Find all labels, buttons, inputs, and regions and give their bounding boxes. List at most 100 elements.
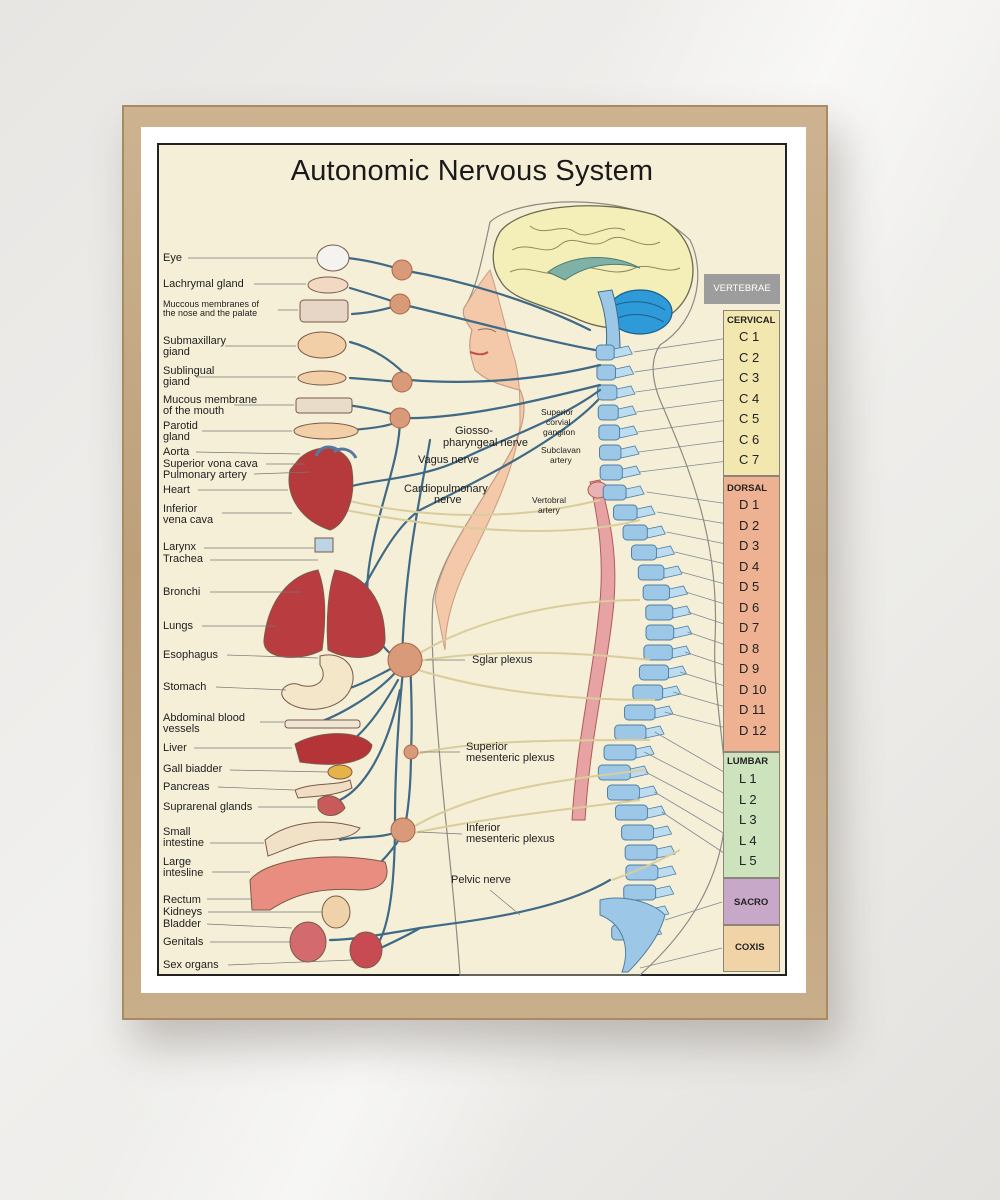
vertebra-leader-line xyxy=(664,901,723,921)
label-sup-mesenteric-1: Superior xyxy=(466,741,508,753)
organ-label-larynx: Larynx xyxy=(163,541,197,553)
vertebra-leader-line xyxy=(633,336,737,353)
vertebra-d5: D 5 xyxy=(739,579,760,594)
vertebrae-header: VERTEBRAE xyxy=(704,274,780,304)
vertebrae-group-sacro xyxy=(723,878,780,925)
vertebra-process xyxy=(653,825,673,839)
organ-label-rectum: Rectum xyxy=(163,894,201,906)
organ-label-lungs: Lungs xyxy=(163,620,193,632)
organ-label-sublingual-2: giand xyxy=(163,376,190,388)
organ-label-pancreas: Pancreas xyxy=(163,781,210,793)
vertebra-body xyxy=(599,444,622,461)
organ-label-submaxillary-2: giand xyxy=(163,346,190,358)
organ-label-mucous-mouth-1: Mucous membrane xyxy=(163,394,258,406)
eye-organ xyxy=(316,244,350,272)
label-pelvic-nerve: Pelvic nerve xyxy=(451,874,511,886)
heart-organ xyxy=(288,447,354,531)
organ-label-esophagus: Esophagus xyxy=(163,649,219,661)
organ-label-mucous-mouth-2: of the mouth xyxy=(163,405,225,417)
spinal-column xyxy=(595,344,693,973)
organ-label-aorta: Aorta xyxy=(163,446,190,458)
vertebra-body xyxy=(643,644,673,661)
vertebra-process xyxy=(613,345,633,359)
label-solar-plexus: Sglar plexus xyxy=(472,654,533,666)
label-glosso-1: Giosso- xyxy=(455,425,493,437)
organ-label-genitals: Genitals xyxy=(163,936,204,948)
vertebra-leader-line xyxy=(635,377,737,393)
organ-label-large-int-2: intesline xyxy=(163,867,204,879)
vertebra-process xyxy=(617,405,637,419)
organ-label-stomach: Stomach xyxy=(163,681,207,693)
vertebra-body xyxy=(623,884,657,901)
label-vagus: Vagus nerve xyxy=(418,454,479,466)
organ-label-eye: Eye xyxy=(163,252,182,264)
vertebrae-group-name-dorsal: DORSAL xyxy=(727,483,768,494)
vertebra-body xyxy=(599,464,623,481)
vertebral-artery xyxy=(571,479,616,821)
vertebra-process xyxy=(621,465,641,479)
organ-label-parotid-1: Parotid xyxy=(163,420,198,432)
vertebra-body xyxy=(598,424,621,441)
vertebra-l5: L 5 xyxy=(739,853,757,868)
vertebra-body xyxy=(645,624,675,641)
organ-label-kidneys: Kidneys xyxy=(163,906,203,918)
vertebra-l1: L 1 xyxy=(739,771,757,786)
vertebra-process xyxy=(672,605,692,619)
vertebra-process xyxy=(629,765,649,779)
vertebra-body xyxy=(637,564,665,581)
label-subclavian-1: Subclavan xyxy=(541,445,581,455)
vertebra-process xyxy=(671,645,691,659)
organ-label-sex-organs: Sex organs xyxy=(163,959,219,971)
vertebra-leader-line xyxy=(639,459,737,473)
organ-label-parotid-2: gland xyxy=(163,431,190,443)
vertebra-d2: D 2 xyxy=(739,517,760,533)
vertebra-c1: C 1 xyxy=(739,329,760,344)
vertebra-d12: D 12 xyxy=(739,722,767,738)
organ-label-bladder: Bladder xyxy=(163,918,201,930)
organ-label-lachrymal: Lachrymal gland xyxy=(163,278,244,290)
vertebra-process xyxy=(620,445,640,459)
sex-organ xyxy=(349,931,383,969)
vertebra-body xyxy=(624,844,658,861)
parotid-organ xyxy=(293,422,359,440)
gallbladder-organ xyxy=(327,764,353,780)
abd-vessels-organ xyxy=(284,719,361,729)
vertebra-leader-line xyxy=(638,439,737,453)
organ-label-sublingual-1: Sublingual xyxy=(163,365,215,377)
label-inf-mesenteric-1: Inferior xyxy=(466,822,501,834)
organ-label-small-int-2: intestine xyxy=(163,837,204,849)
vertebra-body xyxy=(632,684,664,701)
vertebrae-group-name-lumbar: LUMBAR xyxy=(727,756,769,767)
vertebra-leader-line xyxy=(636,398,737,413)
submaxillary-organ xyxy=(297,331,347,359)
label-vertebral-1: Vertobral xyxy=(532,495,567,505)
label-sup-mesenteric-2: mesenteric plexus xyxy=(466,752,555,764)
vertebra-process xyxy=(657,865,677,879)
organ-label-pulm-artery: Pulmonary artery xyxy=(163,469,247,481)
vertebra-c5: C 5 xyxy=(739,411,760,426)
organ-label-large-int-1: Large xyxy=(163,856,192,868)
vertebra-process xyxy=(625,485,645,499)
vertebra-d3: D 3 xyxy=(739,538,760,553)
vertebra-process xyxy=(668,665,688,679)
sacrum xyxy=(599,897,666,973)
vertebra-d9: D 9 xyxy=(739,661,760,676)
organ-label-mucous-nose-1: Muccous membranes of xyxy=(163,299,260,309)
vertebra-leader-line xyxy=(644,751,737,800)
vertebra-process xyxy=(662,685,682,699)
suprarenal-organ xyxy=(317,795,346,816)
vertebra-body xyxy=(623,704,656,721)
vertebra-process xyxy=(647,805,667,819)
lachrymal-organ xyxy=(307,276,349,294)
vertebra-process xyxy=(656,545,676,559)
organ-label-bronchi: Bronchi xyxy=(163,586,201,598)
vertebra-leader-line xyxy=(656,511,737,526)
label-sup-cervical-3: gangiion xyxy=(543,427,576,437)
vertebra-body xyxy=(603,744,637,761)
vertebra-leader-line xyxy=(654,731,737,780)
poster-title: Autonomic Nervous System xyxy=(290,155,654,187)
organ-label-heart: Heart xyxy=(163,484,190,496)
vertebra-l4: L 4 xyxy=(739,832,757,848)
vertebra-body xyxy=(645,604,674,621)
